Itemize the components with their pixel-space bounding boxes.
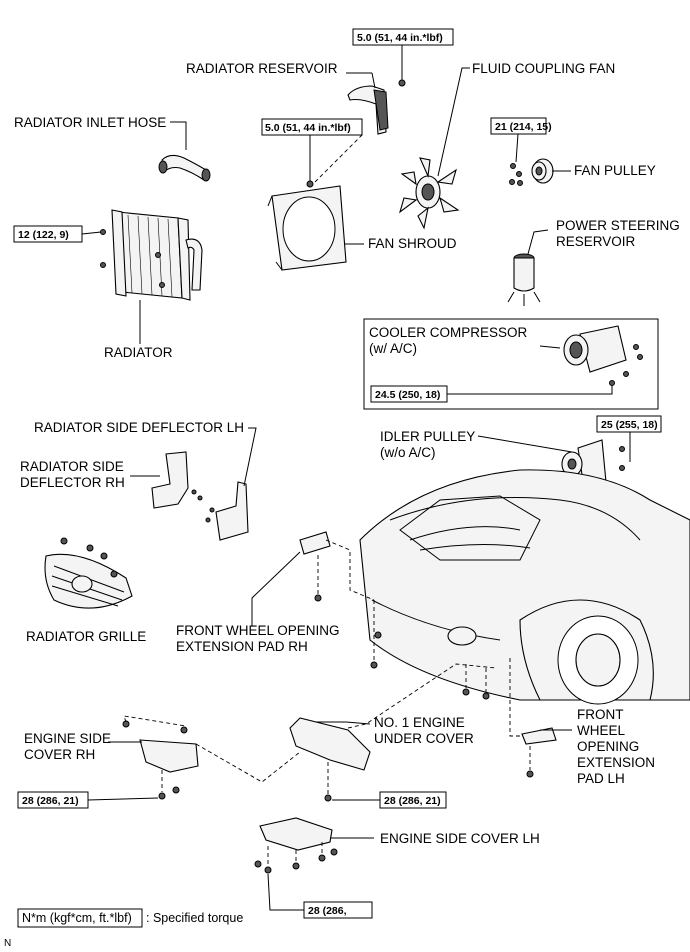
radiator-side-deflector-lh-illustration [205, 481, 249, 541]
label-cooler-compressor-2: (w/ A/C) [369, 341, 417, 356]
label-side-deflector-lh: RADIATOR SIDE DEFLECTOR LH [34, 420, 244, 435]
fan-pulley-illustration [509, 158, 554, 186]
fluid-coupling-fan-illustration [399, 157, 460, 230]
radiator-side-deflector-rh-illustration [151, 451, 203, 509]
label-front-wheel-pad-lh-2: WHEEL [577, 723, 626, 738]
label-cooler-compressor-1: COOLER COMPRESSOR [369, 325, 528, 340]
label-front-wheel-pad-lh-1: FRONT [577, 707, 624, 722]
front-wheel-pad-lh-illustration [521, 727, 557, 778]
label-idler-pulley-2: (w/o A/C) [380, 445, 436, 460]
torque-side-cover-rh: 28 (286, 21) [22, 795, 79, 807]
label-radiator: RADIATOR [104, 345, 173, 360]
label-power-steering-2: RESERVOIR [556, 234, 636, 249]
torque-compressor: 24.5 (250, 18) [375, 389, 440, 401]
label-fan-pulley: FAN PULLEY [574, 163, 656, 178]
torque-shroud: 5.0 (51, 44 in.*lbf) [265, 122, 351, 134]
torque-fan-pulley: 21 (214, 15) [495, 121, 552, 133]
label-fan-shroud: FAN SHROUD [368, 236, 457, 251]
label-power-steering-1: POWER STEERING [556, 218, 680, 233]
label-front-wheel-pad-lh-3: OPENING [577, 739, 639, 754]
label-side-deflector-rh-2: DEFLECTOR RH [20, 475, 125, 490]
no1-engine-under-cover-illustration [289, 688, 490, 802]
torque-side-cover-lh: 28 (286, [308, 905, 347, 917]
label-idler-pulley-1: IDLER PULLEY [380, 429, 475, 444]
label-fluid-coupling-fan: FLUID COUPLING FAN [472, 61, 615, 76]
front-wheel-pad-rh-illustration [299, 531, 382, 669]
torque-box-fan-pulley [490, 117, 547, 135]
corner-mark: N [4, 938, 11, 949]
label-radiator-inlet-hose: RADIATOR INLET HOSE [14, 115, 166, 130]
torque-box-reservoir [352, 28, 454, 46]
legend-torque-box [17, 908, 143, 928]
torque-radiator: 12 (122, 9) [18, 229, 69, 241]
torque-idler-pulley: 25 (255, 18) [601, 419, 658, 431]
label-front-wheel-pad-lh-4: EXTENSION [577, 755, 655, 770]
label-front-wheel-pad-rh-1: FRONT WHEEL OPENING [176, 623, 340, 638]
engine-side-cover-lh-illustration [254, 817, 338, 874]
label-radiator-grille: RADIATOR GRILLE [26, 629, 146, 644]
vehicle-front-illustration [359, 469, 690, 705]
torque-reservoir: 5.0 (51, 44 in.*lbf) [357, 32, 443, 44]
radiator-inlet-hose-illustration [158, 154, 211, 182]
label-side-deflector-rh-1: RADIATOR SIDE [20, 459, 124, 474]
label-no1-under-cover-2: UNDER COVER [374, 731, 474, 746]
label-engine-side-cover-lh: ENGINE SIDE COVER LH [380, 831, 540, 846]
label-front-wheel-pad-lh-5: PAD LH [577, 771, 625, 786]
label-front-wheel-pad-rh-2: EXTENSION PAD RH [176, 639, 308, 654]
fan-shroud-illustration [267, 180, 347, 271]
power-steering-reservoir-illustration [507, 253, 541, 306]
legend-text: : Specified torque [146, 911, 243, 925]
radiator-grille-illustration [44, 537, 133, 609]
legend-unit: N*m (kgf*cm, ft.*lbf) [22, 911, 132, 925]
label-no1-under-cover-1: NO. 1 ENGINE [374, 715, 465, 730]
torque-under-cover: 28 (286, 21) [384, 795, 441, 807]
label-engine-side-cover-rh-2: COVER RH [24, 747, 95, 762]
torque-box-idler [596, 415, 662, 433]
label-radiator-reservoir: RADIATOR RESERVOIR [186, 61, 338, 76]
engine-side-cover-rh-illustration [122, 720, 199, 800]
radiator-illustration [100, 209, 203, 301]
cooler-compressor-illustration [563, 325, 643, 386]
torque-box-shroud [261, 118, 363, 136]
cooler-compressor-frame [363, 318, 659, 410]
label-engine-side-cover-rh-1: ENGINE SIDE [24, 731, 111, 746]
radiator-reservoir-illustration [347, 61, 406, 135]
